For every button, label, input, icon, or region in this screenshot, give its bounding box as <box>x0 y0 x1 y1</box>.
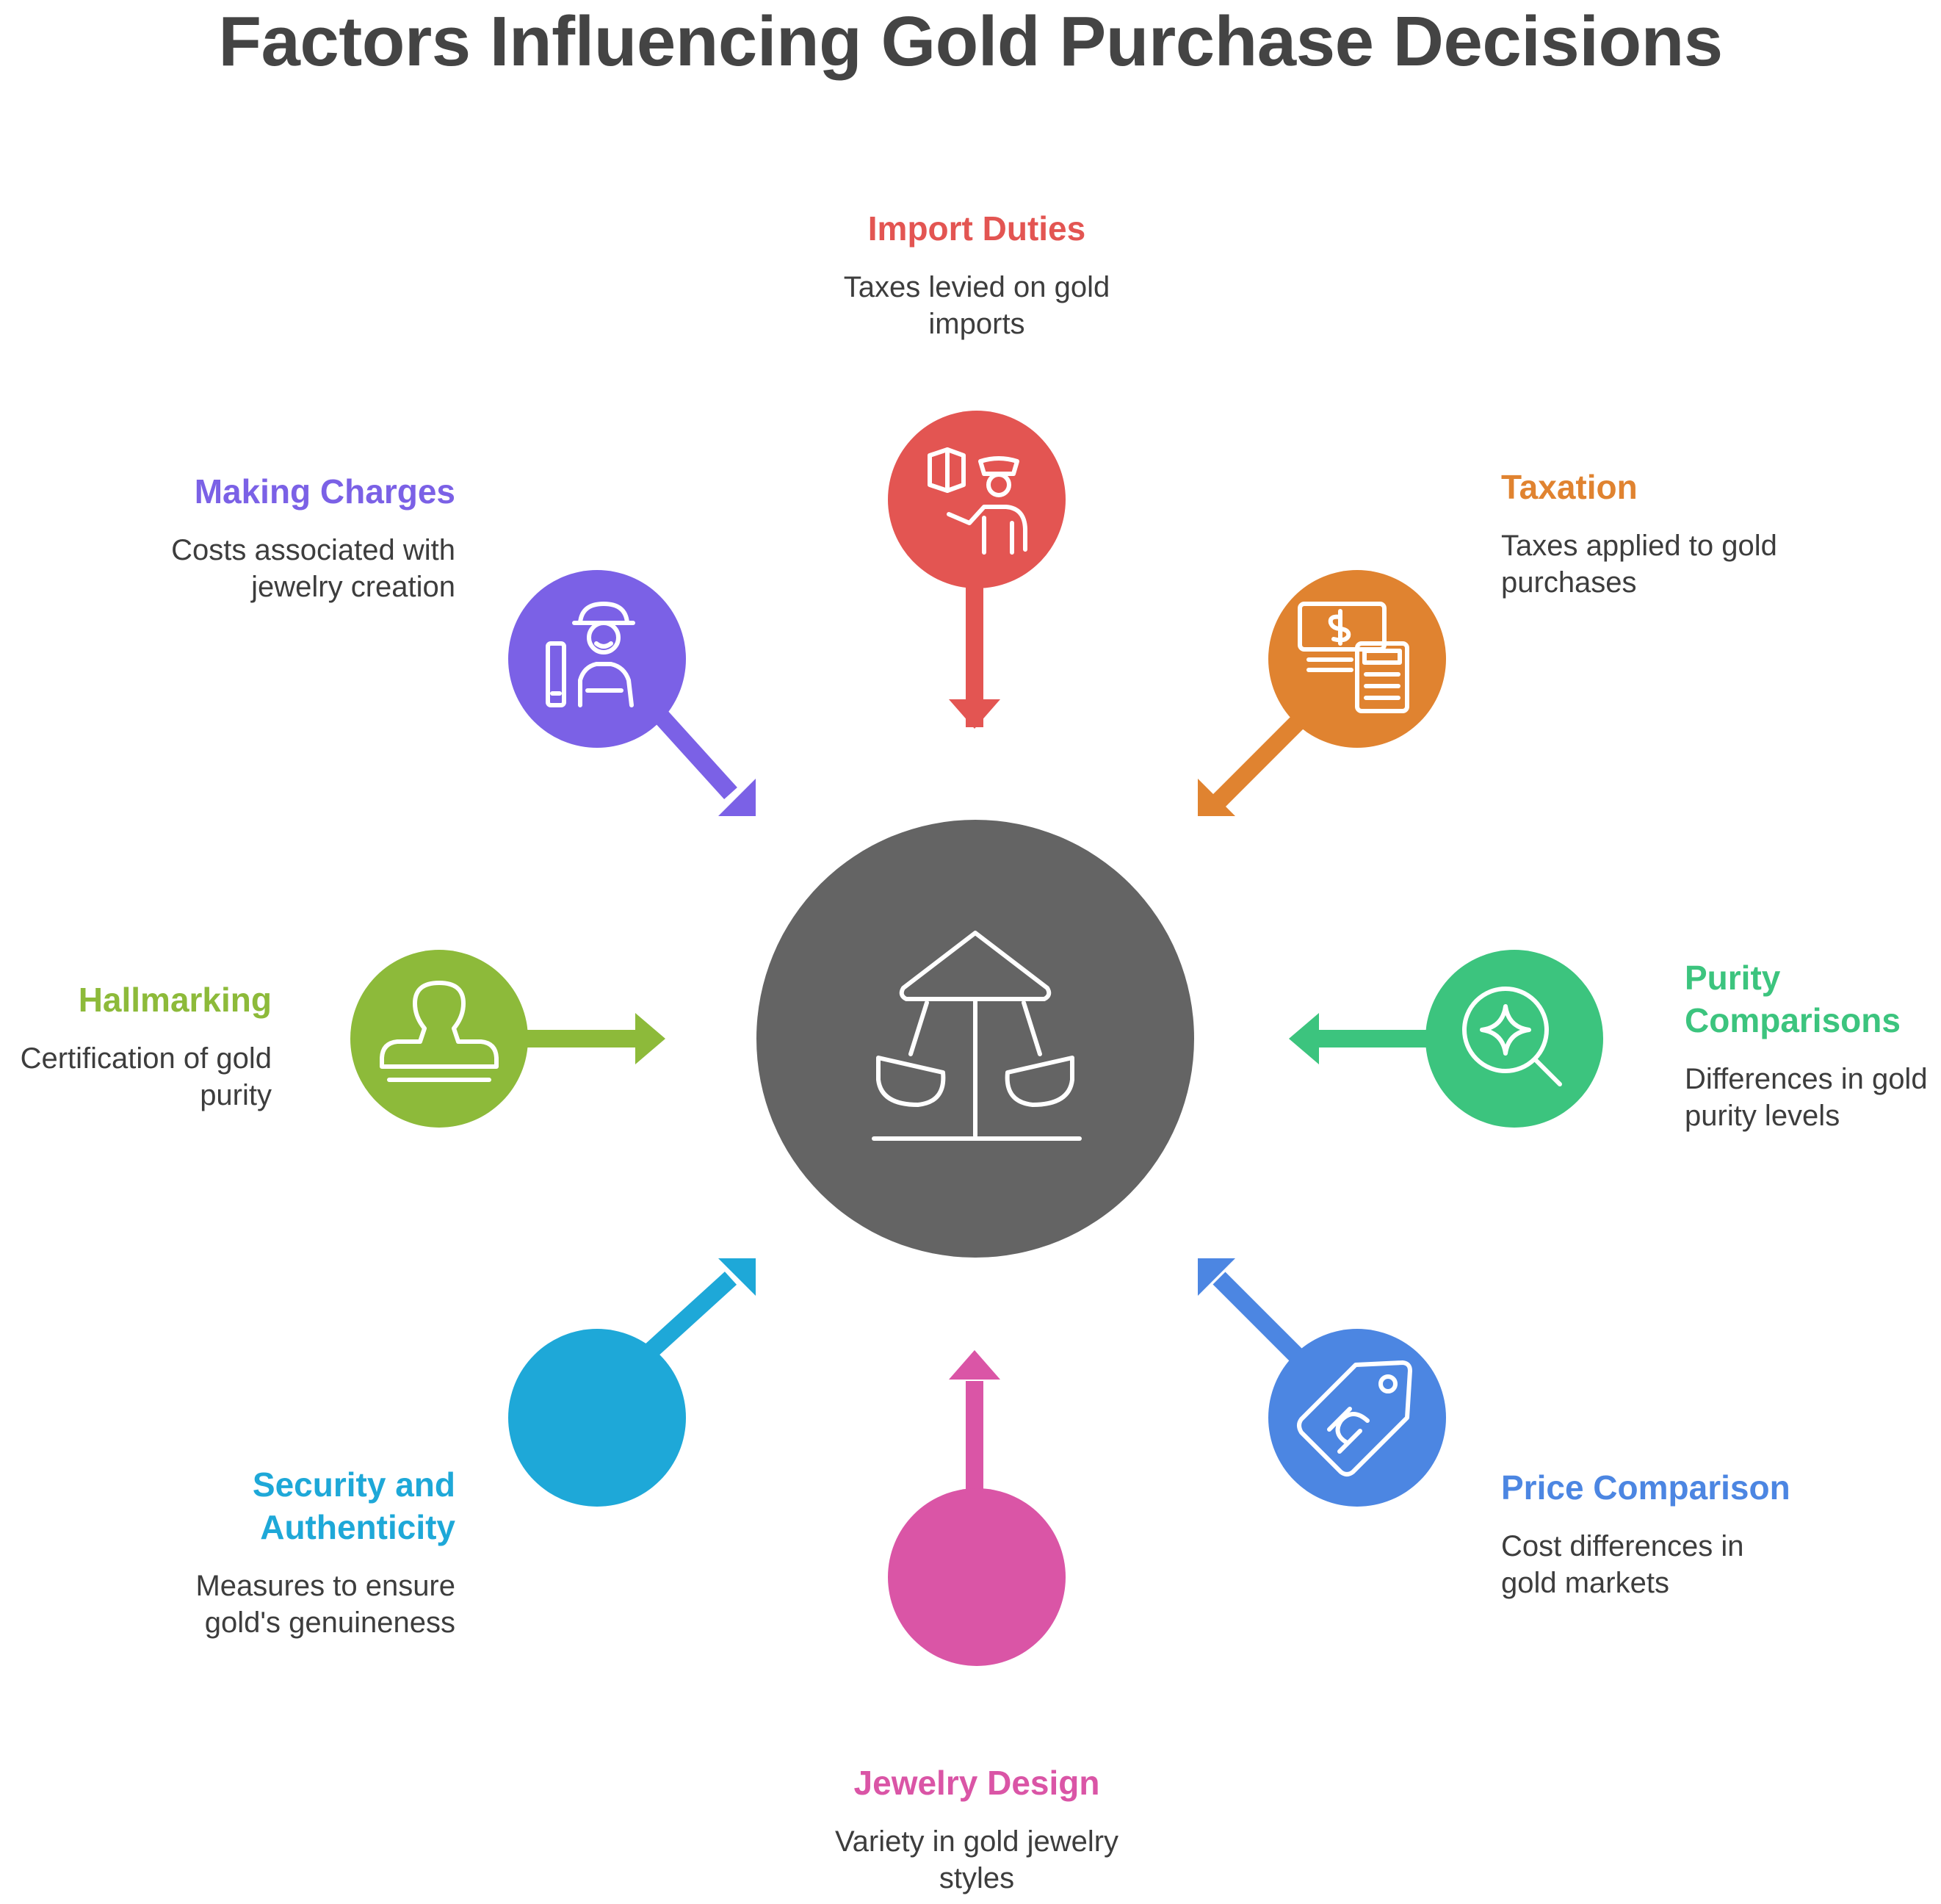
factor-title-hallmarking: Hallmarking <box>78 981 272 1019</box>
craftsman-icon <box>546 602 635 707</box>
factor-desc-jewelry-design: Variety in gold jewelry styles <box>834 1825 1119 1894</box>
arrow-hallmarking <box>514 1013 665 1064</box>
circle-making-charges <box>508 570 686 748</box>
arrow-import-duties <box>949 580 1000 729</box>
factor-making-charges: Making Charges Costs associated with jew… <box>118 470 455 605</box>
factor-title-taxation: Taxation <box>1501 468 1638 506</box>
factor-desc-purity-comparisons: Differences in gold purity levels <box>1685 1063 1928 1132</box>
factor-title-import-duties: Import Duties <box>867 209 1086 248</box>
factor-desc-taxation: Taxes applied to gold purchases <box>1501 530 1777 599</box>
factor-title-jewelry-design: Jewelry Design <box>853 1764 1100 1802</box>
factor-desc-security-authenticity: Measures to ensure gold's genuineness <box>195 1570 455 1639</box>
circle-hallmarking <box>350 950 528 1128</box>
factor-title-security-authenticity: Security and Authenticity <box>252 1465 455 1546</box>
customs-officer-icon <box>928 447 1027 555</box>
factor-desc-import-duties: Taxes levied on gold imports <box>843 271 1110 340</box>
factor-title-price-comparison: Price Comparison <box>1501 1468 1790 1507</box>
balance-scale-icon <box>872 931 1082 1141</box>
stamp-icon <box>380 981 499 1082</box>
circle-security-authenticity <box>508 1329 686 1507</box>
factor-title-making-charges: Making Charges <box>194 472 455 511</box>
circle-import-duties <box>888 411 1066 588</box>
factor-import-duties: Import Duties Taxes levied on gold impor… <box>793 207 1160 342</box>
factor-price-comparison: Price Comparison Cost differences in gol… <box>1501 1466 1839 1601</box>
factor-jewelry-design: Jewelry Design Variety in gold jewelry s… <box>793 1761 1160 1897</box>
money-calculator-icon <box>1298 602 1409 713</box>
factor-desc-making-charges: Costs associated with jewelry creation <box>171 534 455 603</box>
factor-title-purity-comparisons: Purity Comparisons <box>1685 959 1901 1039</box>
price-tag-icon <box>1297 1360 1412 1476</box>
page-title: Factors Influencing Gold Purchase Decisi… <box>218 2 1723 81</box>
factor-desc-hallmarking: Certification of gold purity <box>20 1042 272 1111</box>
factor-desc-price-comparison: Cost differences in gold markets <box>1501 1530 1744 1599</box>
factor-security-authenticity: Security and Authenticity Measures to en… <box>147 1463 455 1641</box>
factor-taxation: Taxation Taxes applied to gold purchases <box>1501 466 1839 601</box>
factor-hallmarking: Hallmarking Certification of gold purity <box>0 978 272 1114</box>
factor-purity-comparisons: Purity Comparisons Differences in gold p… <box>1685 956 1938 1134</box>
circle-price-comparison <box>1268 1329 1446 1507</box>
circle-jewelry-design <box>888 1488 1066 1666</box>
magnifier-sparkle-icon <box>1462 987 1562 1086</box>
